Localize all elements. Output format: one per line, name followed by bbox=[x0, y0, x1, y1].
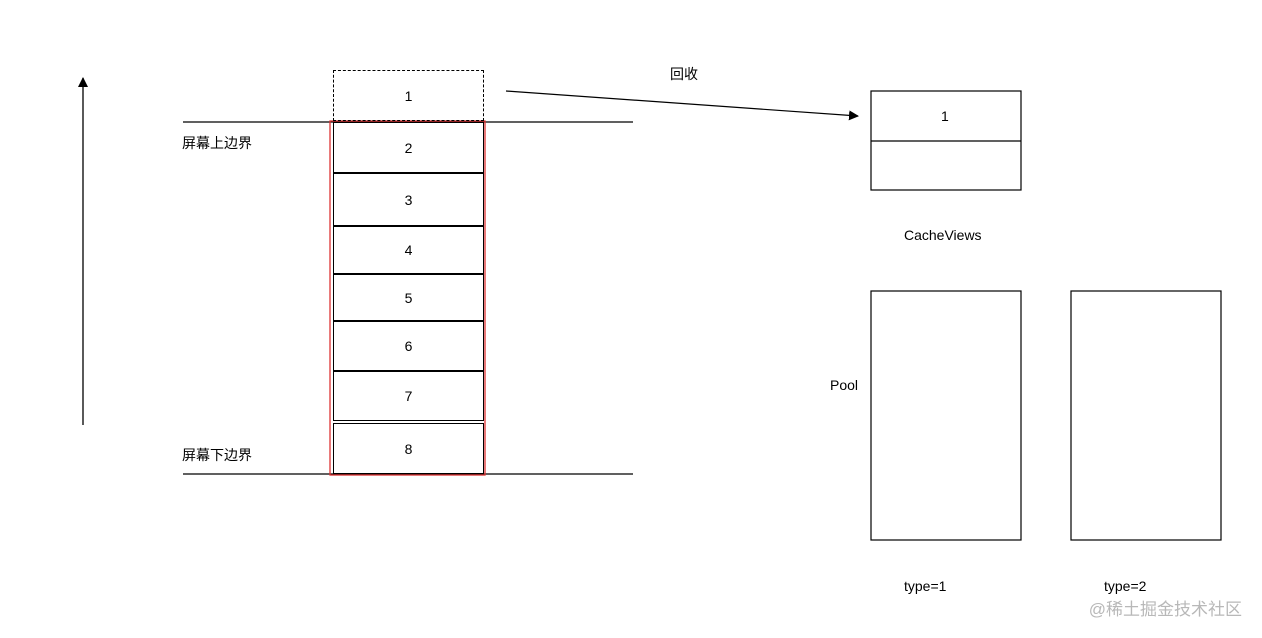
list-item: 4 bbox=[333, 226, 484, 274]
list-item-label: 8 bbox=[404, 440, 413, 457]
list-item-label: 2 bbox=[404, 139, 413, 156]
recycle-label: 回收 bbox=[670, 66, 698, 82]
screen-bottom-bound-label: 屏幕下边界 bbox=[182, 447, 252, 463]
pool-label: Pool bbox=[830, 377, 859, 393]
list-item: 2 bbox=[333, 122, 484, 173]
list-item-label: 4 bbox=[404, 242, 413, 258]
pool-type2-box bbox=[1070, 290, 1222, 541]
list-item: 8 bbox=[333, 423, 484, 474]
list-item-label: 6 bbox=[404, 338, 413, 354]
watermark-text: @稀土掘金技术社区 bbox=[1088, 600, 1242, 619]
list-item: 6 bbox=[333, 321, 484, 371]
screen-top-bound-label: 屏幕上边界 bbox=[182, 135, 252, 151]
list-item: 7 bbox=[333, 371, 484, 421]
visible-region-highlight bbox=[329, 120, 486, 476]
list-item: 3 bbox=[333, 173, 484, 226]
list-item-label: 3 bbox=[404, 191, 413, 208]
cache-views-label: CacheViews bbox=[904, 227, 982, 243]
list-item-label: 7 bbox=[404, 388, 413, 404]
list-item-recycled: 1 bbox=[333, 70, 484, 121]
list-item: 5 bbox=[333, 274, 484, 321]
pool-type1-label: type=1 bbox=[904, 578, 947, 594]
list-item-label: 1 bbox=[404, 87, 413, 104]
recycle-arrow bbox=[505, 90, 859, 121]
list-item-label: 5 bbox=[404, 289, 413, 306]
pool-type2-label: type=2 bbox=[1104, 578, 1147, 594]
cache-slot-label: 1 bbox=[941, 108, 949, 124]
pool-type1-box bbox=[870, 290, 1022, 541]
